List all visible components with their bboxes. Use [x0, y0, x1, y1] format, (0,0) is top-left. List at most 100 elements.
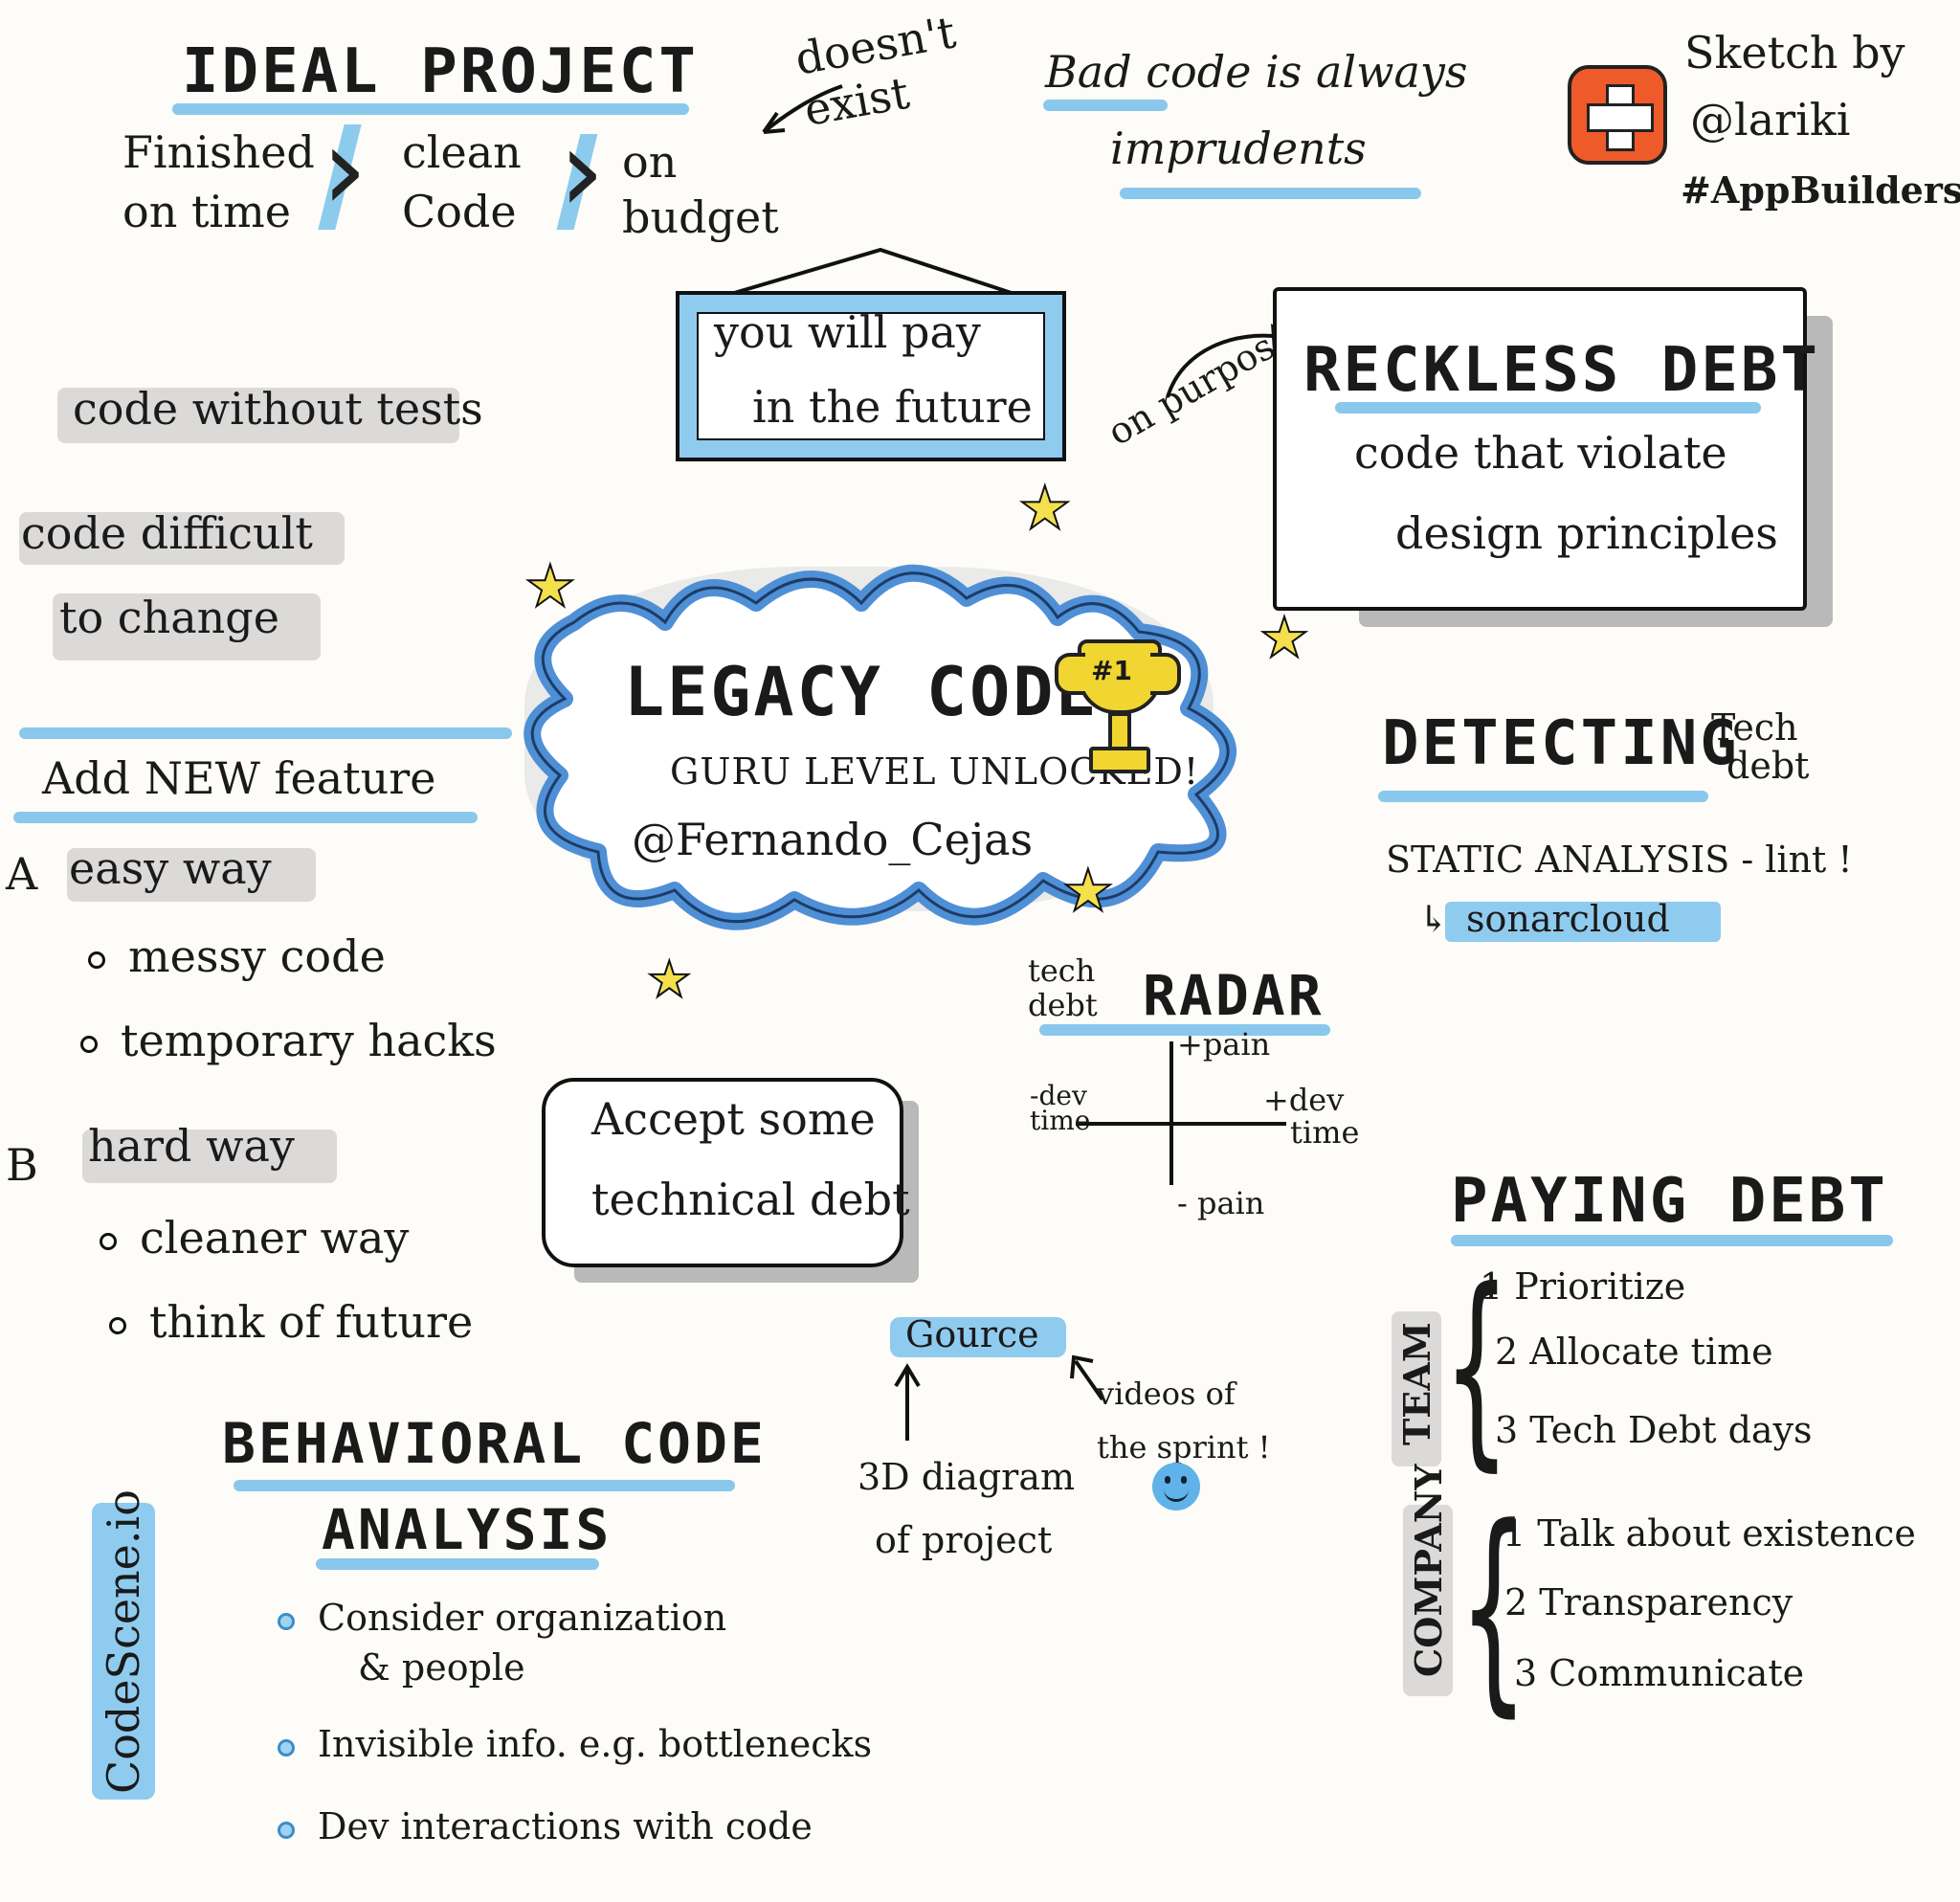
- accept-box: [542, 1078, 903, 1267]
- ideal-step-1: Finished on time: [122, 126, 315, 237]
- credit-line2: @lariki: [1690, 94, 1851, 145]
- option-b-item: cleaner way: [100, 1212, 409, 1264]
- arrow-up-icon: [1070, 1354, 1104, 1401]
- detecting-line2: sonarcloud: [1466, 898, 1670, 940]
- imprudents-highlight: [1120, 188, 1421, 199]
- plus-logo-icon: [1568, 65, 1667, 165]
- pay-sign-line1: you will pay: [714, 306, 981, 358]
- star-icon: ★: [1258, 604, 1310, 671]
- behavioral-highlight1: [234, 1480, 735, 1491]
- trophy-icon: #1: [1055, 639, 1181, 783]
- reckless-title-highlight: [1335, 402, 1761, 414]
- detecting-highlight: [1378, 791, 1708, 802]
- star-icon: ★: [646, 951, 693, 1010]
- team-label-highlight: [1392, 1311, 1441, 1466]
- detecting-title: DETECTING: [1382, 708, 1740, 779]
- gource-highlight: [890, 1317, 1066, 1357]
- team-item: 1 Prioritize: [1480, 1265, 1686, 1308]
- radar-bottom: - pain: [1177, 1185, 1265, 1221]
- team-brace-icon: {: [1443, 1244, 1510, 1489]
- smiley-icon: [1152, 1463, 1200, 1510]
- def2a-text: code difficult: [21, 507, 313, 559]
- def2b-text: to change: [59, 592, 279, 643]
- codescene-label: CodeScene.io: [98, 1489, 149, 1794]
- codescene-highlight: [92, 1503, 155, 1800]
- option-a-item: temporary hacks: [80, 1015, 497, 1066]
- def2b-highlight: [53, 593, 321, 660]
- arrow-up-icon: [894, 1363, 921, 1441]
- sonarcloud-arrow-icon: ↳: [1418, 898, 1449, 940]
- ideal-title-highlight: [172, 103, 689, 115]
- company-brace-icon: {: [1459, 1481, 1529, 1736]
- option-a-item: messy code: [88, 930, 386, 982]
- company-item: 2 Transparency: [1504, 1581, 1793, 1623]
- reckless-title: RECKLESS DEBT: [1303, 335, 1820, 406]
- sonarcloud-highlight: [1445, 902, 1721, 942]
- def1-highlight: [57, 388, 459, 443]
- legacy-handle: @Fernando_Cejas: [632, 814, 1034, 865]
- option-b-title: hard way: [88, 1120, 295, 1172]
- gource-name: Gource: [905, 1313, 1039, 1355]
- ideal-step-3: on budget: [622, 136, 779, 243]
- burst-shape: [523, 564, 1237, 930]
- company-label: COMPANY: [1407, 1464, 1450, 1677]
- pay-sign-board: [676, 291, 1066, 461]
- def1-text: code without tests: [73, 383, 483, 435]
- chevron-right-icon: ›: [559, 105, 605, 238]
- bad-highlight: [1043, 100, 1168, 111]
- option-b-label: B: [6, 1139, 38, 1191]
- behavioral-item: Dev interactions with code: [278, 1805, 813, 1847]
- team-item: 2 Allocate time: [1495, 1331, 1773, 1373]
- star-icon: ★: [1017, 472, 1073, 544]
- feature-bottom-line: [13, 812, 478, 823]
- bad-code-line2: imprudents: [1110, 123, 1367, 174]
- detecting-line1: STATIC ANALYSIS - lint !: [1386, 839, 1853, 881]
- reckless-box: [1273, 287, 1807, 611]
- company-label-highlight: [1403, 1505, 1453, 1696]
- feature-heading: Add NEW feature: [42, 752, 436, 804]
- radar-y-axis: [1169, 1041, 1173, 1185]
- star-icon: ★: [523, 552, 577, 621]
- star-icon: ★: [1061, 857, 1115, 926]
- radar-top: +pain: [1177, 1026, 1271, 1063]
- team-item: 3 Tech Debt days: [1495, 1409, 1813, 1451]
- credit-line3: #AppBuilders19: [1681, 168, 1960, 212]
- company-item: 3 Communicate: [1514, 1652, 1805, 1694]
- pay-sign-line2: in the future: [752, 381, 1033, 433]
- chevron-right-icon: ›: [322, 103, 368, 236]
- accept-line1: Accept some: [591, 1093, 876, 1145]
- behavioral-title1: BEHAVIORAL CODE: [222, 1411, 767, 1476]
- option-a-title: easy way: [69, 842, 272, 894]
- bad-code-line1: Bad code is always: [1045, 46, 1468, 98]
- reckless-line2: design principles: [1395, 507, 1778, 559]
- paying-highlight: [1451, 1235, 1893, 1246]
- option-a-label: A: [6, 848, 38, 900]
- detecting-side1: Tech: [1711, 706, 1798, 749]
- radar-highlight: [1039, 1024, 1330, 1036]
- team-label: TEAM: [1395, 1322, 1438, 1445]
- behavioral-highlight2: [316, 1558, 599, 1570]
- company-item: 1 Talk about existence: [1503, 1512, 1916, 1555]
- radar-x-axis: [1076, 1122, 1286, 1126]
- easy-way-highlight: [67, 848, 316, 902]
- legacy-title: LEGACY CODE: [624, 653, 1100, 731]
- ideal-step-2: clean Code: [402, 126, 522, 237]
- trophy-label: #1: [1091, 655, 1132, 686]
- paying-title: PAYING DEBT: [1451, 1166, 1888, 1237]
- hard-way-highlight: [82, 1130, 337, 1183]
- radar-title: RADAR: [1143, 963, 1325, 1028]
- accept-line2: technical debt: [591, 1174, 910, 1225]
- behavioral-item: Invisible info. e.g. bottlenecks: [278, 1723, 872, 1765]
- reckless-line1: code that violate: [1354, 427, 1727, 479]
- arrow-icon: [762, 84, 843, 134]
- behavioral-title2: ANALYSIS: [322, 1497, 612, 1562]
- ideal-project-title: IDEAL PROJECT: [182, 36, 699, 107]
- feature-top-line: [19, 727, 512, 739]
- detecting-side2: debt: [1726, 745, 1810, 787]
- def2-highlight: [19, 512, 345, 565]
